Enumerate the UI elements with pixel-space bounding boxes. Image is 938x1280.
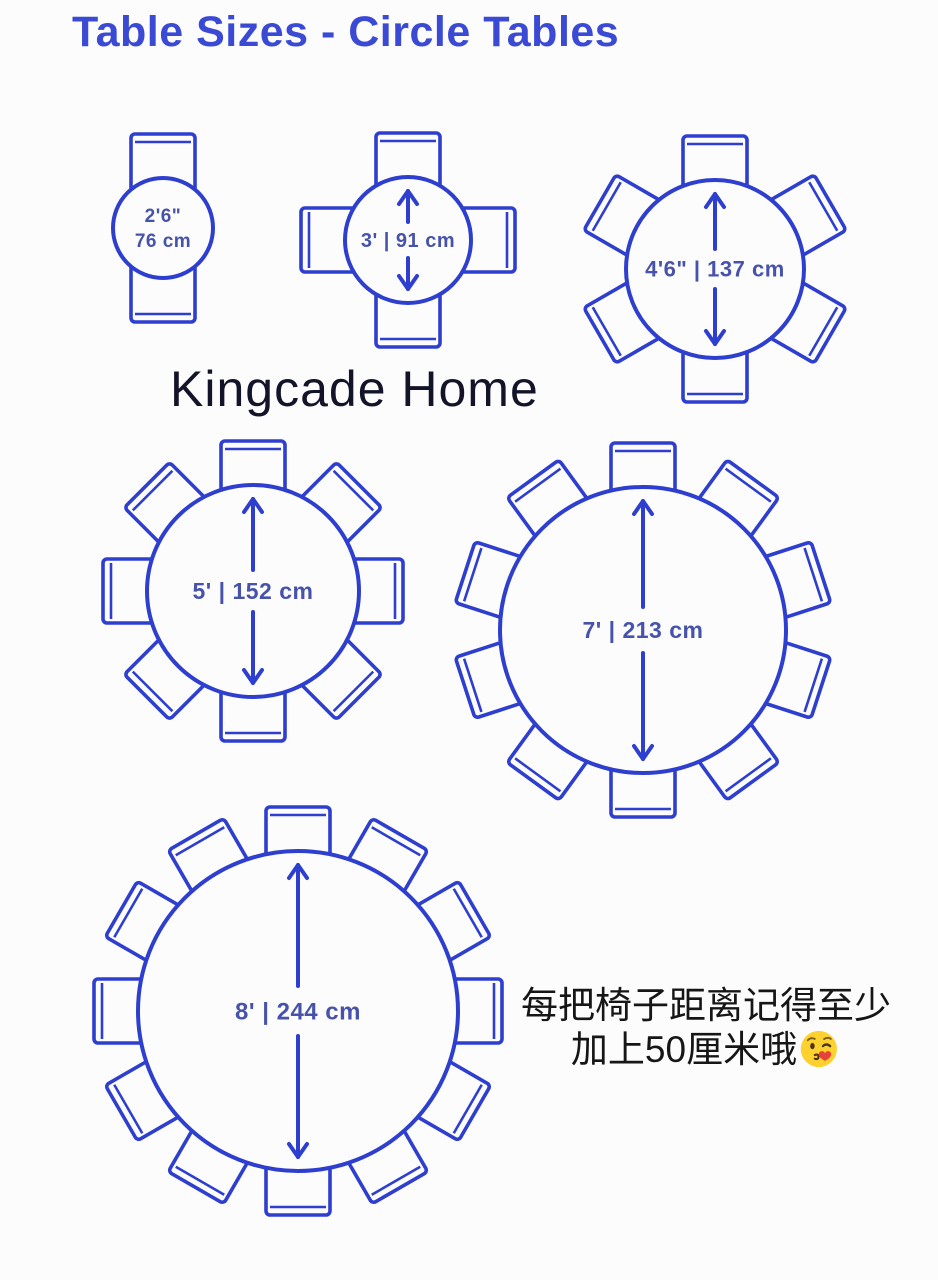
chair-backrest-line	[808, 306, 839, 357]
diameter-arrow	[704, 192, 726, 346]
diameter-arrow	[397, 189, 419, 291]
size-label: 4'6" | 137 cm	[645, 257, 785, 282]
table-diagram-7ft: 7' | 213 cm	[454, 441, 832, 819]
size-label: 2'6"	[145, 206, 182, 227]
chair-backrest-line	[808, 181, 839, 232]
size-label: 5' | 152 cm	[193, 578, 314, 604]
diameter-arrow	[242, 497, 264, 685]
chair-backrest-line	[452, 888, 483, 938]
size-label: 8' | 244 cm	[235, 998, 361, 1025]
chair-backrest-line	[175, 1165, 225, 1196]
chair-backrest-line	[514, 467, 562, 503]
chair-backrest-line	[724, 467, 772, 503]
chair-backrest-line	[332, 469, 375, 512]
chair-backrest-line	[591, 306, 622, 357]
table-diagram-2ft6in: 2'6" 76 cm	[111, 132, 215, 324]
chair-backrest-line	[462, 658, 483, 713]
chair-backrest-line	[131, 469, 174, 512]
chair-backrest-line	[452, 1084, 483, 1134]
table-diagram-5ft: 5' | 152 cm	[101, 439, 405, 743]
chair-backrest-line	[175, 826, 225, 857]
chair-backrest-line	[113, 1084, 144, 1134]
chair-backrest-line	[462, 547, 483, 602]
size-label: 3' | 91 cm	[361, 230, 455, 252]
brand-watermark: Kingcade Home	[170, 361, 539, 417]
chair-backrest-line	[131, 670, 174, 713]
table-top	[145, 483, 361, 699]
page-title: Table Sizes - Circle Tables	[72, 8, 620, 56]
table-diagram-3ft: 3' | 91 cm	[299, 131, 517, 349]
table-top	[111, 176, 215, 280]
size-label: 7' | 213 cm	[583, 617, 704, 643]
chair-backrest-line	[591, 181, 622, 232]
chair-backrest-line	[803, 658, 824, 713]
chair-backrest-line	[113, 888, 144, 938]
table-diagram-8ft: 8' | 244 cm	[92, 805, 504, 1217]
caption-line-1: 每把椅子距离记得至少	[521, 985, 891, 1026]
table-top	[343, 175, 473, 305]
table-top	[136, 849, 460, 1173]
table-top	[624, 178, 806, 360]
chair-backrest-line	[371, 1165, 421, 1196]
chair-backrest-line	[371, 826, 421, 857]
chair-backrest-line	[332, 670, 375, 713]
caption-note: 每把椅子距离记得至少 加上50厘米哦	[498, 984, 914, 1073]
table-top	[498, 485, 788, 775]
diameter-arrow	[632, 499, 654, 761]
kissing-face-emoji	[800, 1031, 837, 1068]
chair-backrest-line	[514, 757, 562, 793]
caption-line-2: 加上50厘米哦	[570, 1029, 798, 1071]
size-label: 76 cm	[135, 231, 191, 252]
diameter-arrow	[287, 863, 309, 1159]
chair-backrest-line	[803, 547, 824, 602]
chair-backrest-line	[724, 757, 772, 793]
table-diagram-4ft6in: 4'6" | 137 cm	[583, 134, 847, 404]
